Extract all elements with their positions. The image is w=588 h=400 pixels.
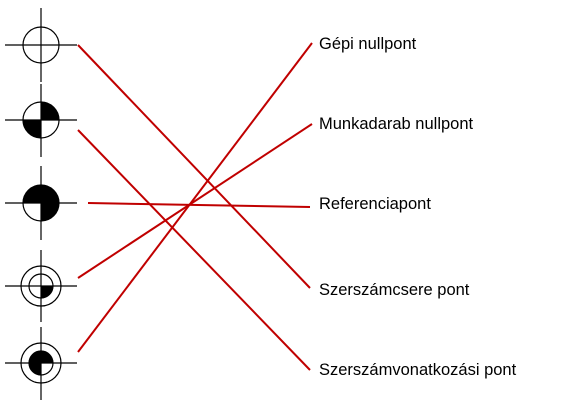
crosshair-quarters-filled-symbol (5, 166, 77, 240)
label-referenciapont: Referenciapont (319, 195, 431, 213)
connection-line (77, 44, 311, 289)
label-szerszamvonatkozasi-pont: Szerszámvonatkozási pont (319, 361, 517, 379)
label-munkadarab-nullpont: Munkadarab nullpont (319, 115, 474, 133)
connection-line (87, 202, 311, 208)
double-ring-half-symbol (5, 327, 77, 400)
connection-line (77, 123, 313, 279)
crosshair-open-symbol (5, 8, 77, 82)
label-gepi-nullpont: Gépi nullpont (319, 35, 417, 53)
crosshair-quarters-half-symbol (5, 84, 77, 157)
connection-line (77, 42, 313, 353)
connection-line (77, 129, 311, 371)
connection-lines (77, 42, 313, 371)
double-ring-quarter-symbol (5, 250, 77, 322)
label-szerszamcsere-pont: Szerszámcsere pont (319, 281, 470, 299)
